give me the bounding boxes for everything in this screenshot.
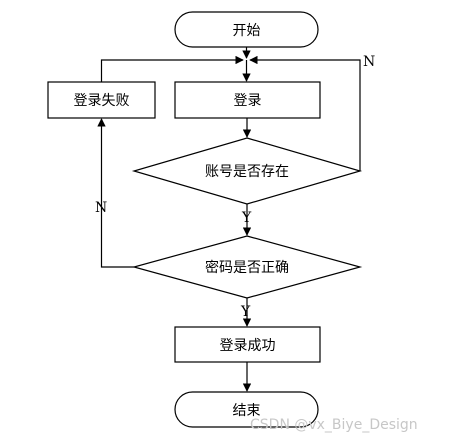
edge-account-no — [249, 55, 361, 171]
password-no-label: N — [95, 200, 107, 216]
password-correct-label: 密码是否正确 — [205, 259, 289, 276]
end-label: 结束 — [233, 403, 261, 419]
login-process — [174, 81, 321, 119]
end-terminator — [174, 391, 319, 428]
login-success-label: 登录成功 — [220, 338, 276, 354]
edge-password-no — [97, 118, 134, 268]
login-label: 登录 — [234, 93, 262, 109]
password-yes-label: Y — [240, 304, 251, 320]
account-no-label: N — [363, 54, 375, 70]
edge-fail-to-merge — [100, 55, 244, 82]
start-label: 开始 — [233, 23, 261, 39]
watermark: CSDN @vx_Biye_Design — [250, 417, 418, 433]
login-success-process — [174, 326, 321, 363]
account-exists-label: 账号是否存在 — [205, 164, 289, 180]
account-yes-label: Y — [241, 210, 252, 226]
login-fail-label: 登录失败 — [74, 93, 130, 109]
